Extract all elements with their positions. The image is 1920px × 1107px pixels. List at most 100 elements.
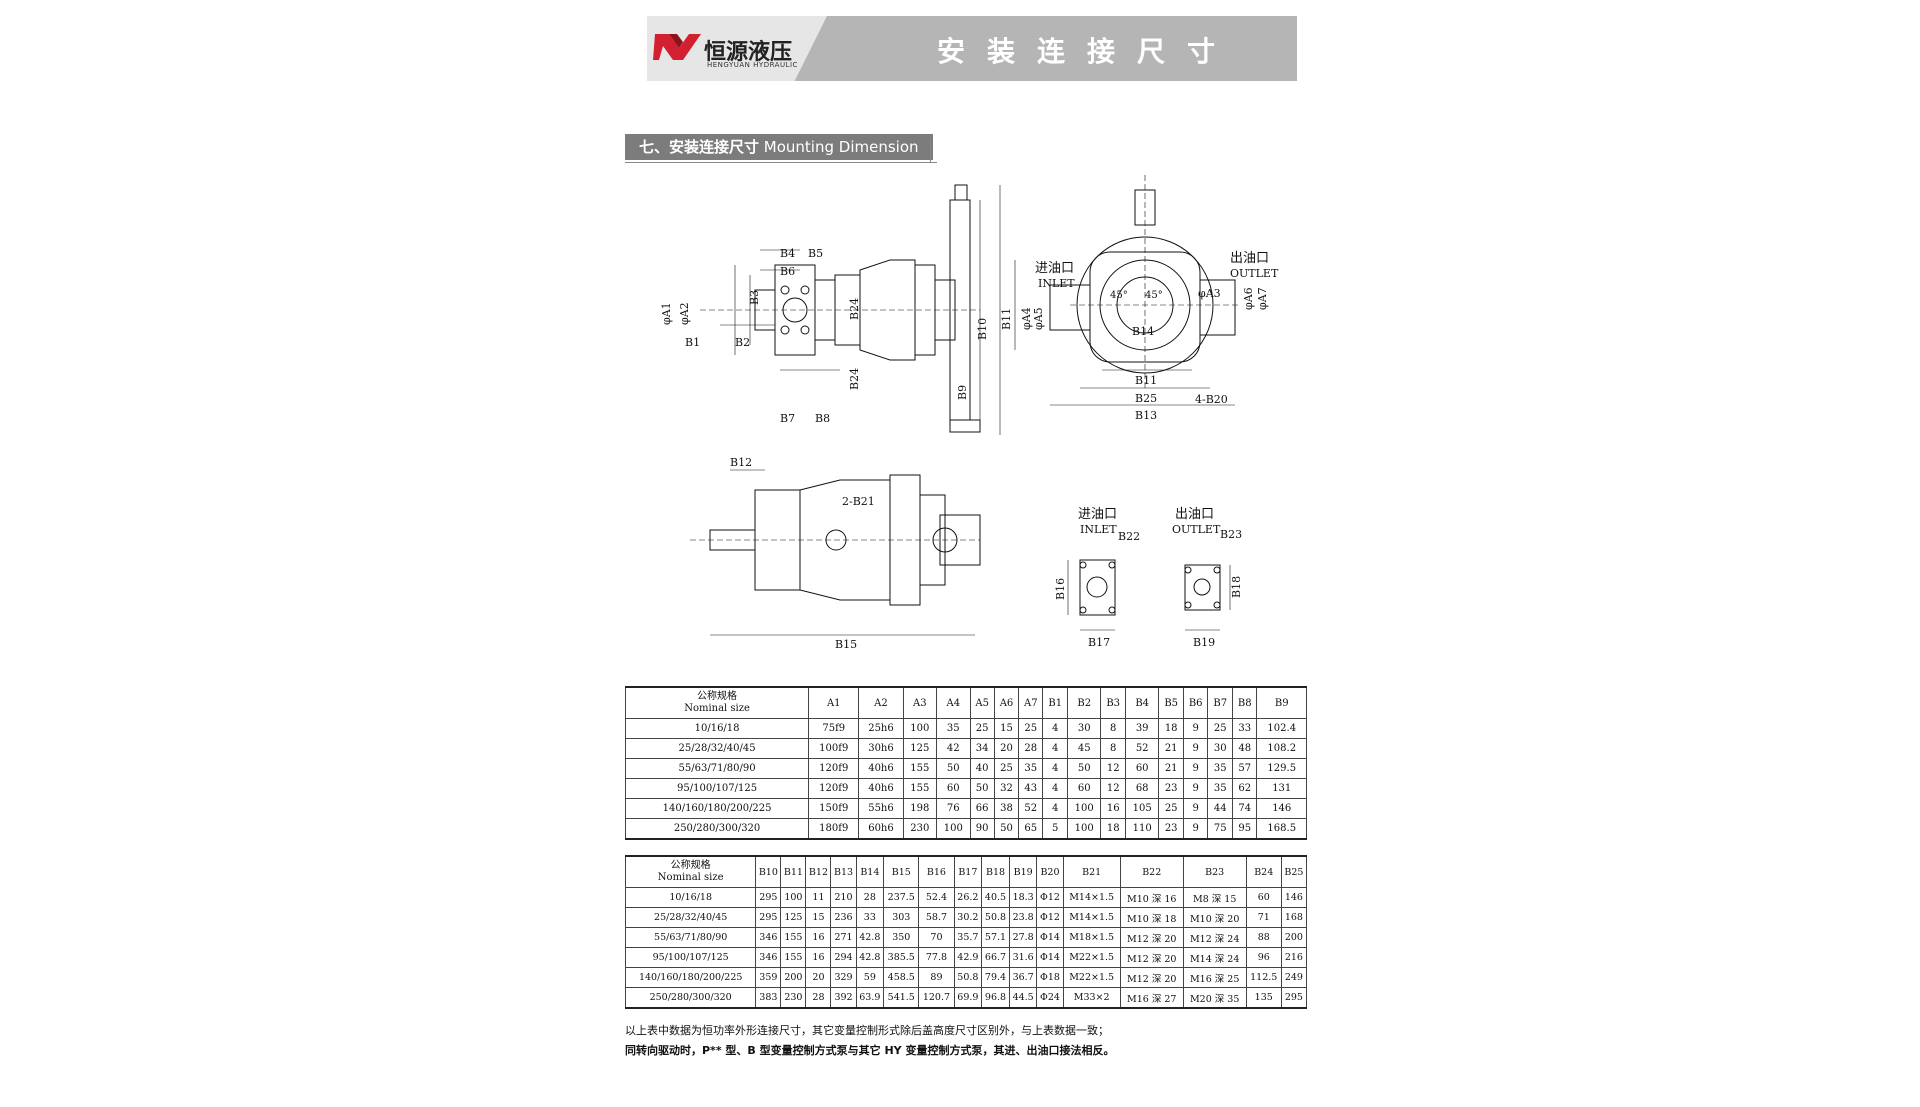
table-b-col-header: B11 bbox=[780, 855, 807, 888]
table-cell: 39 bbox=[1124, 718, 1160, 739]
table-cell: 230 bbox=[780, 987, 807, 1009]
table-cell: 89 bbox=[918, 967, 955, 988]
table-cell: 50 bbox=[936, 758, 971, 779]
table-cell: 236 bbox=[830, 907, 857, 928]
table-cell: 168 bbox=[1280, 907, 1308, 928]
table-cell: 541.5 bbox=[883, 987, 920, 1009]
table-cell: 155 bbox=[780, 947, 807, 968]
table-cell: 120f9 bbox=[808, 778, 860, 799]
table-cell: 346 bbox=[755, 927, 782, 948]
label-B17: B17 bbox=[1088, 636, 1110, 649]
label-B8: B8 bbox=[815, 412, 830, 425]
table-cell: 55h6 bbox=[858, 798, 904, 819]
table-cell: 5 bbox=[1042, 818, 1068, 840]
label-A4: φA4 bbox=[1020, 307, 1033, 330]
label-B9: B9 bbox=[956, 385, 969, 400]
section-title-box: 七、安装连接尺寸 Mounting Dimension bbox=[625, 134, 933, 160]
label-B3: B3 bbox=[748, 290, 761, 305]
table-cell: 76 bbox=[936, 798, 971, 819]
table-a-col-header: B5 bbox=[1158, 686, 1184, 719]
table-cell: M12 深 20 bbox=[1119, 967, 1184, 988]
table-cell: M12 深 20 bbox=[1119, 927, 1184, 948]
table-b-col-header: B18 bbox=[981, 855, 1010, 888]
table-cell: 4 bbox=[1042, 798, 1068, 819]
nominal-size-cell: 25/28/32/40/45 bbox=[624, 907, 757, 928]
table-cell: 16 bbox=[805, 927, 832, 948]
table-b-col-header: B25 bbox=[1280, 855, 1308, 888]
section-title-cn: 七、安装连接尺寸 bbox=[639, 138, 760, 156]
label-B5: B5 bbox=[808, 247, 823, 260]
table-b-header-en: Nominal size bbox=[657, 872, 724, 883]
table-a-header-cn: 公称规格 bbox=[697, 691, 738, 702]
label-B10: B10 bbox=[976, 318, 989, 340]
section-title-en: Mounting Dimension bbox=[763, 138, 919, 156]
label-B22: B22 bbox=[1118, 530, 1140, 543]
table-cell: 60 bbox=[1245, 887, 1282, 908]
table-cell: 42.9 bbox=[953, 947, 983, 968]
table-cell: 4 bbox=[1042, 758, 1068, 779]
table-cell: 88 bbox=[1245, 927, 1282, 948]
table-cell: 50.8 bbox=[953, 967, 983, 988]
table-cell: M14×1.5 bbox=[1062, 907, 1121, 928]
nominal-size-cell: 10/16/18 bbox=[624, 887, 757, 908]
nominal-size-cell: 140/160/180/200/225 bbox=[624, 798, 810, 819]
table-cell: 30 bbox=[1066, 718, 1102, 739]
table-cell: 155 bbox=[902, 758, 938, 779]
table-cell: 198 bbox=[902, 798, 938, 819]
table-cell: 60 bbox=[936, 778, 971, 799]
table-cell: 42.8 bbox=[855, 927, 885, 948]
table-a-col-header: A7 bbox=[1018, 686, 1044, 719]
table-cell: 458.5 bbox=[883, 967, 920, 988]
table-cell: 4 bbox=[1042, 778, 1068, 799]
table-b-nominal-header: 公称规格 Nominal size bbox=[624, 855, 757, 888]
label-B14: B14 bbox=[1132, 325, 1154, 338]
section-heading: 七、安装连接尺寸 Mounting Dimension bbox=[625, 134, 937, 164]
table-cell: 35.7 bbox=[953, 927, 983, 948]
table-cell: 100 bbox=[1066, 798, 1102, 819]
table-cell: 48 bbox=[1231, 738, 1258, 759]
table-cell: 71 bbox=[1245, 907, 1282, 928]
table-cell: 105 bbox=[1124, 798, 1160, 819]
label-B11: B11 bbox=[1135, 374, 1157, 387]
table-b-col-header: B15 bbox=[883, 855, 920, 888]
table-cell: M22×1.5 bbox=[1062, 947, 1121, 968]
table-cell: 12 bbox=[1100, 758, 1126, 779]
table-cell: 8 bbox=[1100, 738, 1126, 759]
table-a-col-header: A3 bbox=[902, 686, 938, 719]
table-cell: 110 bbox=[1124, 818, 1160, 840]
table-cell: 95 bbox=[1231, 818, 1258, 840]
table-cell: 69.9 bbox=[953, 987, 983, 1009]
company-logo-icon bbox=[653, 34, 701, 60]
table-cell: 34 bbox=[969, 738, 995, 759]
label-B15: B15 bbox=[835, 638, 857, 651]
table-a-col-header: B8 bbox=[1231, 686, 1258, 719]
table-cell: 21 bbox=[1158, 738, 1184, 759]
table-cell: 26.2 bbox=[953, 887, 983, 908]
table-cell: 146 bbox=[1280, 887, 1308, 908]
table-cell: M22×1.5 bbox=[1062, 967, 1121, 988]
table-cell: 25 bbox=[1158, 798, 1184, 819]
table-cell: 68 bbox=[1124, 778, 1160, 799]
table-cell: 25 bbox=[1018, 718, 1044, 739]
table-cell: 120f9 bbox=[808, 758, 860, 779]
table-cell: 102.4 bbox=[1256, 718, 1307, 739]
label-B6: B6 bbox=[780, 265, 795, 278]
label-B23: B23 bbox=[1220, 528, 1242, 541]
table-cell: 237.5 bbox=[883, 887, 920, 908]
table-cell: 359 bbox=[755, 967, 782, 988]
table-cell: 43 bbox=[1018, 778, 1044, 799]
table-cell: 25 bbox=[1207, 718, 1233, 739]
label-B7: B7 bbox=[780, 412, 795, 425]
footnote-1: 以上表中数据为恒功率外形连接尺寸，其它变量控制形式除后盖高度尺寸区别外，与上表数… bbox=[625, 1024, 1109, 1037]
table-cell: 100 bbox=[1066, 818, 1102, 840]
table-b-col-header: B16 bbox=[918, 855, 955, 888]
mounting-drawing-svg: B4 B5 B6 B3 φA1 φA2 B1 B2 B7 B8 B24 B24 … bbox=[660, 175, 1279, 651]
table-cell: 112.5 bbox=[1245, 967, 1282, 988]
table-cell: 155 bbox=[902, 778, 938, 799]
label-A5: φA5 bbox=[1032, 307, 1045, 330]
